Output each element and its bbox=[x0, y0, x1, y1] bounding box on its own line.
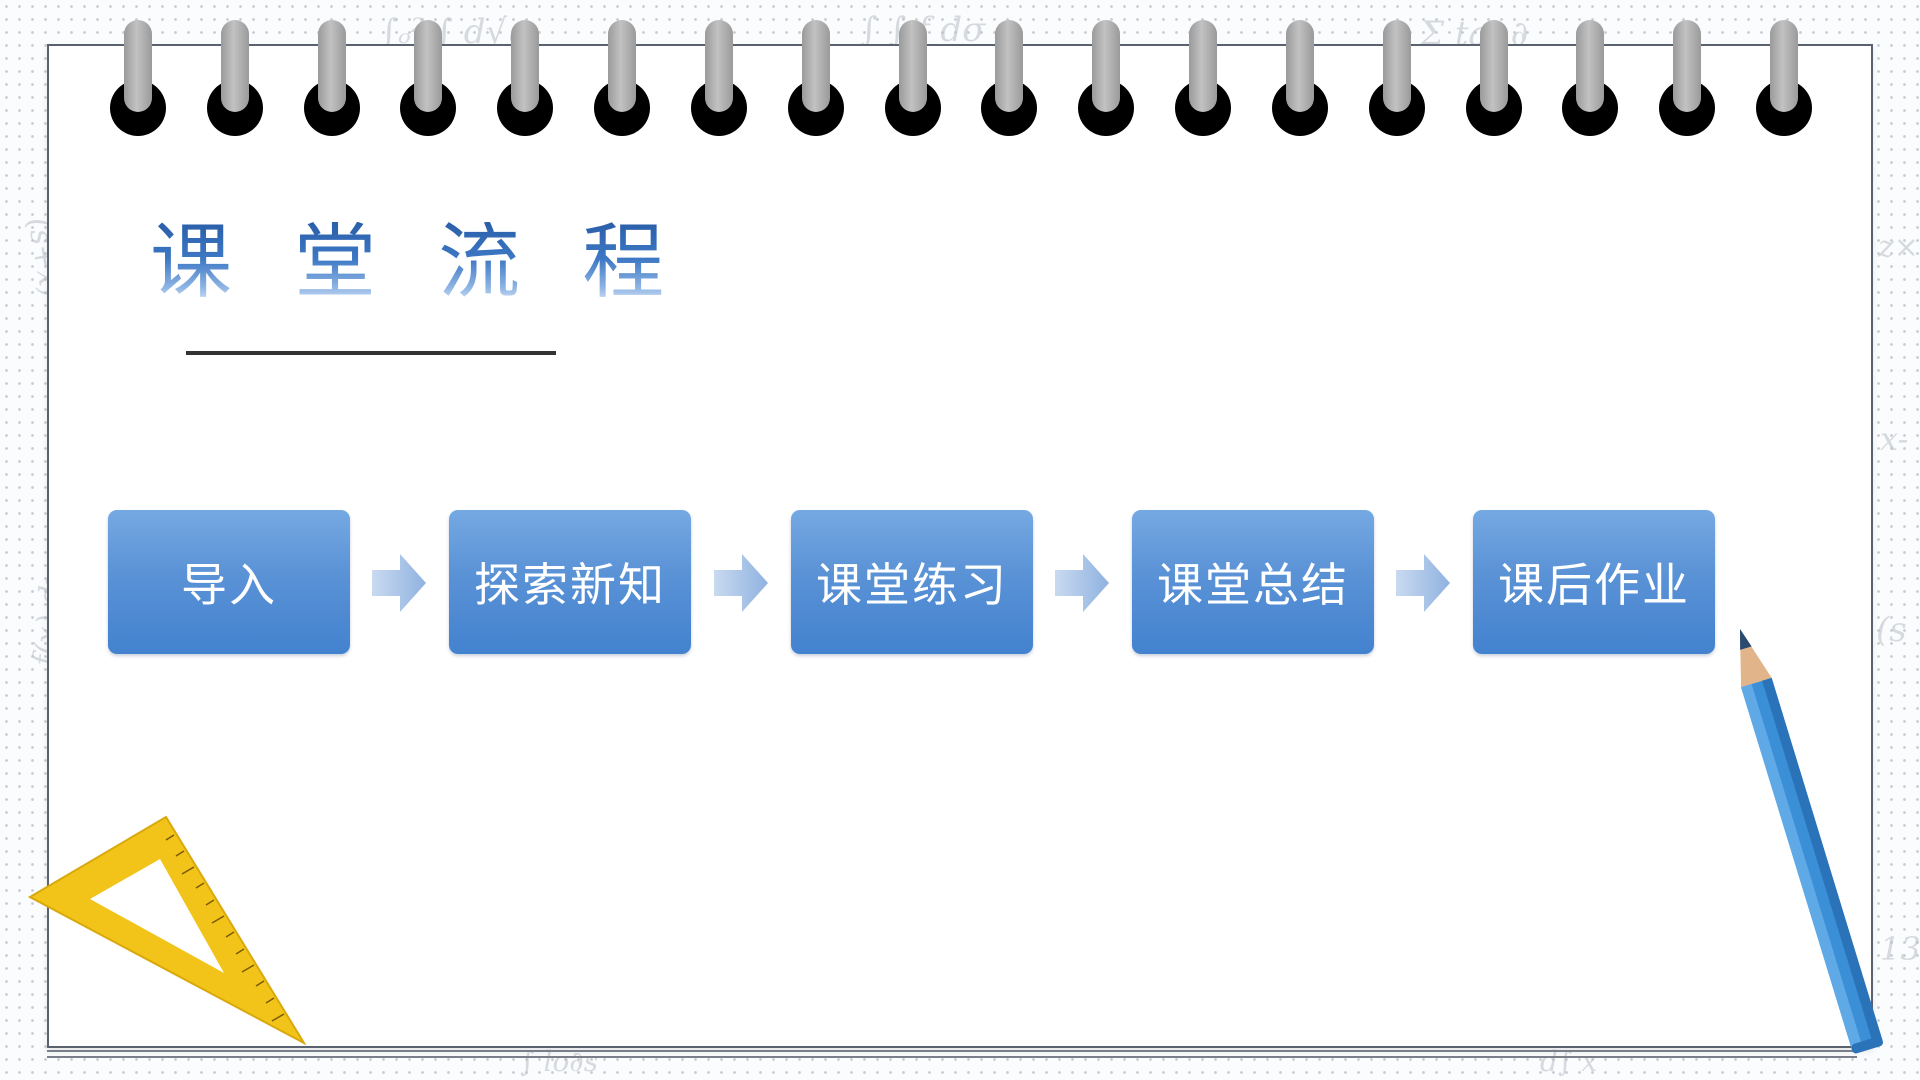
spiral-ring-icon bbox=[302, 20, 362, 140]
ring-loop bbox=[1382, 20, 1411, 112]
ring-loop bbox=[124, 20, 152, 112]
ring-loop bbox=[511, 20, 540, 112]
arrow-right-icon bbox=[1055, 554, 1109, 612]
background-scribble: z× bbox=[1878, 230, 1919, 265]
spiral-ring-icon bbox=[979, 20, 1039, 140]
arrow-right-icon bbox=[1396, 554, 1450, 612]
ring-loop bbox=[995, 20, 1024, 112]
arrow-right-icon bbox=[714, 554, 768, 612]
step-label: 导入 bbox=[181, 558, 277, 612]
spiral-ring-icon bbox=[108, 20, 168, 140]
step-box-explore: 探索新知 bbox=[449, 510, 691, 654]
spiral-ring-icon bbox=[1367, 20, 1427, 140]
ring-loop bbox=[608, 20, 637, 112]
background-scribble: x- bbox=[1880, 420, 1909, 458]
pencil-icon bbox=[1740, 629, 1883, 1054]
ring-loop bbox=[1479, 20, 1508, 112]
step-box-practice: 课堂练习 bbox=[791, 510, 1033, 654]
page-edge-line bbox=[47, 1050, 1857, 1052]
ring-loop bbox=[1673, 20, 1702, 112]
ring-loop bbox=[1576, 20, 1605, 112]
page-edge-line bbox=[47, 1056, 1857, 1058]
spiral-ring-icon bbox=[1754, 20, 1814, 140]
ring-loop bbox=[801, 20, 830, 112]
background-scribble: (s bbox=[1876, 610, 1907, 650]
spiral-ring-icon bbox=[786, 20, 846, 140]
step-box-homework: 课后作业 bbox=[1473, 510, 1715, 654]
triangle-ruler-icon bbox=[28, 815, 307, 1045]
spiral-ring-icon bbox=[1464, 20, 1524, 140]
ring-loop bbox=[1189, 20, 1218, 112]
ring-loop bbox=[1285, 20, 1314, 112]
step-label: 课堂练习 bbox=[816, 558, 1008, 612]
step-label: 课堂总结 bbox=[1157, 558, 1349, 612]
spiral-ring-icon bbox=[205, 20, 265, 140]
background-scribble: 13 bbox=[1880, 930, 1920, 968]
step-label: 探索新知 bbox=[474, 558, 666, 612]
ring-loop bbox=[317, 20, 346, 112]
spiral-ring-icon bbox=[883, 20, 943, 140]
step-box-intro: 导入 bbox=[108, 510, 350, 654]
ring-loop bbox=[1092, 20, 1121, 112]
step-label: 课后作业 bbox=[1498, 558, 1690, 612]
spiral-ring-icon bbox=[1657, 20, 1717, 140]
ring-loop bbox=[1770, 20, 1798, 112]
spiral-ring-icon bbox=[1270, 20, 1330, 140]
title-underline bbox=[186, 351, 556, 355]
spiral-ring-icon bbox=[495, 20, 555, 140]
ring-loop bbox=[898, 20, 927, 112]
ring-loop bbox=[220, 20, 249, 112]
arrow-right-icon bbox=[372, 554, 426, 612]
spiral-ring-icon bbox=[1076, 20, 1136, 140]
step-box-summary: 课堂总结 bbox=[1132, 510, 1374, 654]
spiral-ring-icon bbox=[592, 20, 652, 140]
page-title: 课 堂 流 程 bbox=[150, 215, 683, 310]
spiral-ring-icon bbox=[398, 20, 458, 140]
spiral-ring-icon bbox=[1560, 20, 1620, 140]
spiral-ring-icon bbox=[1173, 20, 1233, 140]
ring-loop bbox=[414, 20, 443, 112]
spiral-ring-icon bbox=[689, 20, 749, 140]
ring-loop bbox=[704, 20, 733, 112]
